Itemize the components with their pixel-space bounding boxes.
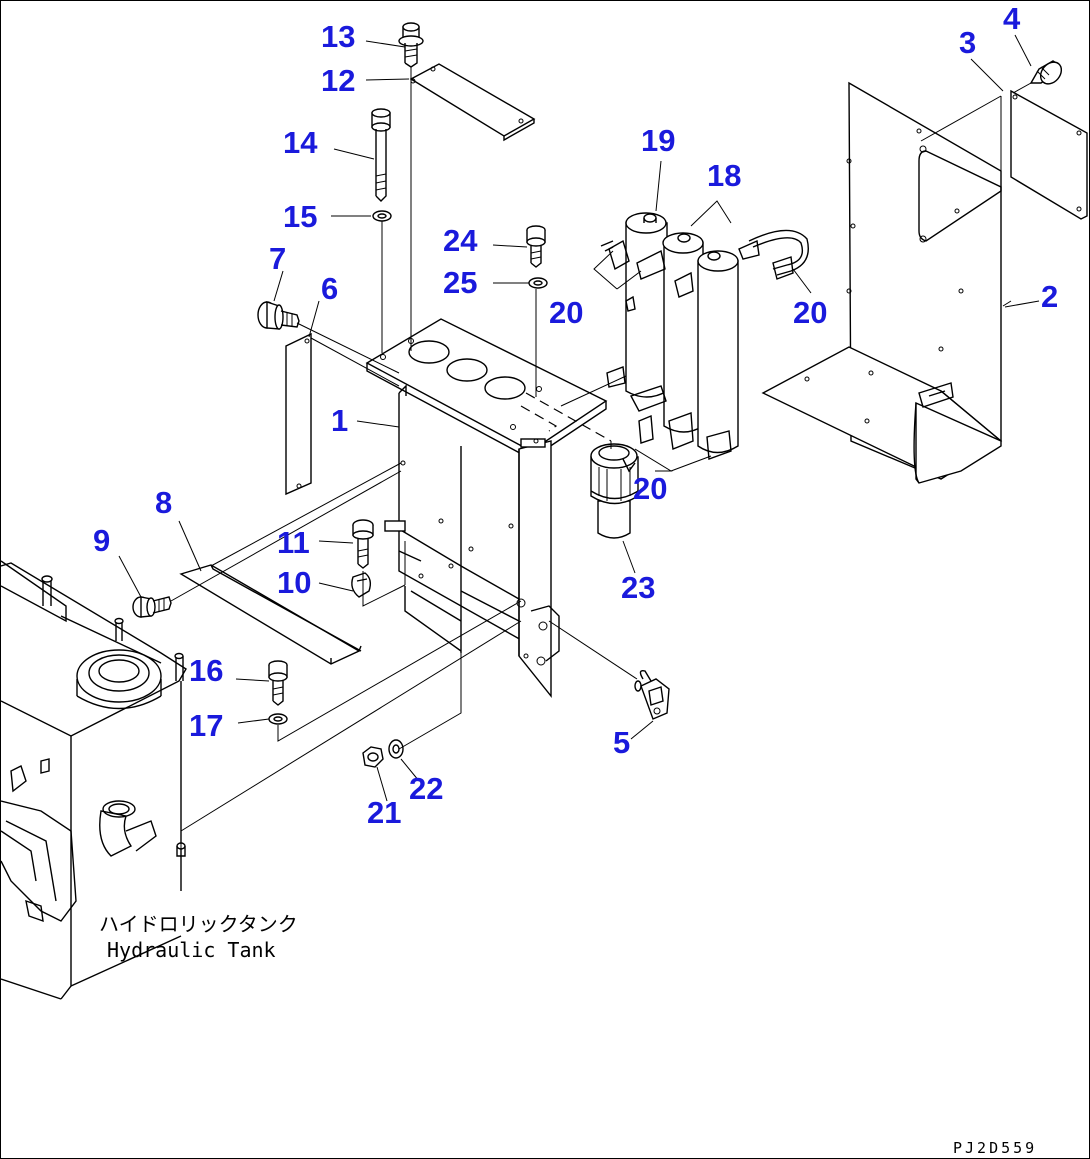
callout-12: 12 — [321, 63, 355, 98]
plate-12 — [409, 63, 536, 142]
cover-8 — [179, 564, 362, 665]
callout-20-left: 20 — [549, 295, 583, 330]
callout-20-right: 20 — [793, 295, 827, 330]
callout-1: 1 — [331, 403, 348, 438]
callout-19: 19 — [641, 123, 675, 158]
tank-label-japanese: ハイドロリックタンク — [99, 912, 298, 936]
callout-8: 8 — [155, 485, 172, 520]
callout-20-bottom: 20 — [633, 471, 667, 506]
bolt-24 — [526, 225, 546, 268]
leader-lines — [118, 34, 1040, 802]
callout-6: 6 — [321, 271, 338, 306]
callout-15: 15 — [283, 199, 317, 234]
clamps-20 — [600, 229, 809, 460]
accumulator-18-a — [662, 232, 704, 433]
washer-15 — [372, 210, 392, 222]
bolt-9 — [132, 596, 172, 618]
callout-11: 11 — [277, 525, 310, 560]
callout-13: 13 — [321, 19, 355, 54]
callout-2: 2 — [1041, 279, 1058, 314]
callout-25: 25 — [443, 265, 477, 300]
callout-16: 16 — [189, 653, 223, 688]
hydraulic-tank — [1, 560, 187, 1000]
callout-24: 24 — [443, 223, 478, 258]
nut-21 — [362, 746, 384, 768]
callout-23: 23 — [621, 570, 655, 605]
callout-22: 22 — [409, 771, 443, 806]
document-code: PJ2D559 — [953, 1139, 1037, 1157]
callout-17: 17 — [189, 708, 223, 743]
washer-25 — [528, 277, 548, 289]
callout-10: 10 — [277, 565, 311, 600]
bolt-7 — [257, 301, 300, 330]
washer-17 — [268, 713, 288, 725]
tank-label-english: Hydraulic Tank — [107, 938, 276, 962]
callout-5: 5 — [613, 725, 630, 760]
callout-3: 3 — [959, 25, 976, 60]
bolt-14 — [371, 108, 391, 202]
accumulator-18-b — [697, 250, 739, 454]
bolt-4 — [1029, 60, 1063, 85]
bracket-1 — [365, 318, 608, 698]
callout-21: 21 — [367, 795, 401, 830]
lock-5 — [634, 669, 670, 720]
callout-18: 18 — [707, 158, 741, 193]
assembly-lines — [170, 67, 1032, 891]
callout-14: 14 — [283, 125, 318, 160]
washer-22 — [388, 739, 404, 759]
callout-9: 9 — [93, 523, 110, 558]
callout-4: 4 — [1003, 1, 1021, 36]
callout-labels: 13 12 14 15 7 6 1 8 9 11 10 16 17 24 25 … — [93, 1, 1058, 830]
bolt-16 — [268, 660, 288, 706]
bolt-13 — [398, 22, 424, 68]
filter-23 — [590, 443, 639, 539]
callout-7: 7 — [269, 241, 286, 276]
accumulator-19 — [625, 212, 668, 398]
cover-2 — [761, 81, 1003, 484]
clip-10 — [351, 572, 372, 598]
bolt-11 — [352, 519, 374, 569]
cover-6 — [285, 332, 312, 496]
plate-3 — [1010, 89, 1088, 220]
